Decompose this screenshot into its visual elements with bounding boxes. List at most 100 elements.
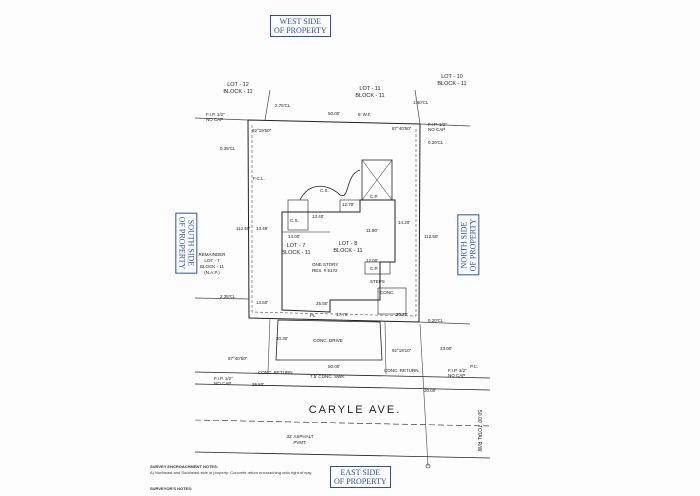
cs-label: C.S. [320, 188, 329, 193]
driveway-edge [267, 317, 271, 373]
carport-line [361, 159, 393, 201]
fcl2: 6' W.F. [358, 112, 371, 117]
south-side-stamp: SOUTH SIDE OF PROPERTY [175, 212, 198, 274]
pc-label: P.C. [470, 364, 478, 369]
road-edge [194, 451, 491, 459]
return-left: CONC. RETURN [258, 370, 293, 375]
conc-drive-label: CONC. DRIVE [313, 338, 343, 343]
conc-label: CONC. [380, 290, 395, 295]
remainder-nap: (N.A.P.) [204, 270, 220, 275]
west-line1: WEST SIDE [279, 17, 322, 26]
dim-i: 33.00' [440, 346, 452, 351]
dim-a: 14.00' [288, 234, 300, 239]
north-side-stamp: NORTH SIDE OF PROPERTY [457, 214, 480, 276]
cs-box [287, 199, 309, 231]
asphalt-1: 32' ASPHALT [286, 434, 313, 439]
lot8-block: BLOCK - 11 [333, 248, 362, 254]
angle-se: 92°19'10" [392, 348, 412, 353]
conc-pad [377, 287, 407, 315]
dim-b: 13.40' [312, 214, 324, 219]
property-extension [419, 323, 429, 467]
angle-nw: 92°19'50" [252, 128, 272, 133]
dim-g: 17.70' [336, 312, 348, 317]
driveway [275, 319, 383, 361]
cp-label: C.P. [370, 194, 378, 199]
curved-walk [299, 169, 361, 201]
fence-line [251, 125, 417, 317]
monument-icon [425, 463, 431, 469]
fip-nw: F.I.P. 1/2" [206, 112, 225, 117]
asphalt-2: PVMT. [293, 440, 306, 445]
dim-left: 112.50' [236, 226, 250, 231]
dim-f: 25.50' [316, 301, 328, 306]
dim-e: 12.00' [366, 258, 378, 263]
lot8-label: LOT - 8 [339, 241, 358, 247]
dist-2: 14.20' [398, 220, 410, 225]
house-label1: ONE STORY [312, 262, 338, 267]
cl-2: 0.20'CL [428, 140, 444, 145]
dim-c: 12.70' [342, 202, 354, 207]
surveyor-notes-title: SURVEYOR'S NOTES: [150, 486, 193, 491]
lot-line [418, 321, 471, 325]
pl-label: PL [310, 313, 316, 318]
house-label2: RES. # 5172 [312, 268, 338, 273]
lot11-label: LOT - 11 [359, 86, 380, 92]
sidewalk-label: 7.5' CONC. SWK. [310, 374, 346, 379]
lot10-block: BLOCK - 11 [437, 81, 466, 87]
north-line2: OF PROPERTY [468, 218, 478, 272]
remainder-block: BLOCK - 11 [200, 264, 224, 269]
fip-nw-cap: NO CAP [206, 117, 223, 122]
west-side-stamp: WEST SIDE OF PROPERTY [270, 15, 331, 37]
street-name: CARYLE AVE. [309, 404, 402, 416]
dist-5: 20.22' [396, 312, 408, 317]
dist-1: 13.49' [256, 226, 268, 231]
dist-4: 13.50' [256, 300, 268, 305]
sidewalk-line [194, 383, 491, 391]
dim-right: 112.50' [424, 234, 438, 239]
remainder-lot: LOT - 7 [204, 258, 220, 263]
dim-j: 26.50' [252, 382, 264, 387]
sidewalk-line [194, 371, 491, 379]
angle-sw: 87°40'50" [228, 356, 248, 361]
remainder-label: REMAINDER [198, 252, 226, 257]
fip-se-cap: NO CAP [448, 373, 465, 378]
east-side-stamp: EAST SIDE OF PROPERTY [330, 466, 391, 488]
lot-line [194, 297, 250, 300]
dim-top: 50.00' [328, 111, 340, 116]
dim-bottom: 50.00' [328, 364, 340, 369]
east-line2: OF PROPERTY [334, 477, 387, 486]
lot11-block: BLOCK - 11 [355, 93, 384, 99]
carport-small [364, 261, 391, 275]
driveway-edge [384, 321, 387, 375]
fip-se: F.I.P. 1/2" [448, 368, 467, 373]
road-centerline [194, 419, 491, 427]
carport [361, 159, 393, 201]
angle-ne: 87°40'50" [392, 126, 412, 131]
lot-line [264, 89, 271, 121]
lot-line [414, 89, 421, 125]
lot12-label: LOT - 12 [227, 82, 249, 88]
fip-sw: F.I.P. 1/2" [214, 376, 233, 381]
steps-box [339, 199, 361, 213]
return-right: CONC. RETURN [384, 368, 419, 373]
dist-3: 2.35'CL [220, 294, 236, 299]
south-line2: OF PROPERTY [177, 216, 187, 270]
east-line1: EAST SIDE [340, 468, 381, 477]
south-line1: SOUTH SIDE [186, 219, 196, 267]
dim-bottom2: 20.00' [424, 388, 436, 393]
fip-ne: F.I.P. 1/2" [428, 122, 447, 127]
cl-3: 0.20'CL [428, 318, 444, 323]
north-line1: NORTH SIDE [459, 221, 469, 269]
encroachment-notes-title: SURVEY ENCROACHMENT NOTES: [150, 464, 219, 469]
lot10-label: LOT - 10 [441, 74, 463, 80]
lot7-label: LOT - 7 [287, 243, 306, 249]
lot-line [194, 117, 249, 121]
encroachment-note-a: A) Northeast and Southeast side of prope… [150, 470, 313, 475]
cp2-label: C.P. [370, 266, 378, 271]
lot12-block: BLOCK - 11 [223, 89, 252, 95]
dim-d: 11.90' [366, 228, 378, 233]
cl-1: 0.35'CL [220, 146, 236, 151]
top-right-dim: 1.60'CL [413, 100, 429, 105]
